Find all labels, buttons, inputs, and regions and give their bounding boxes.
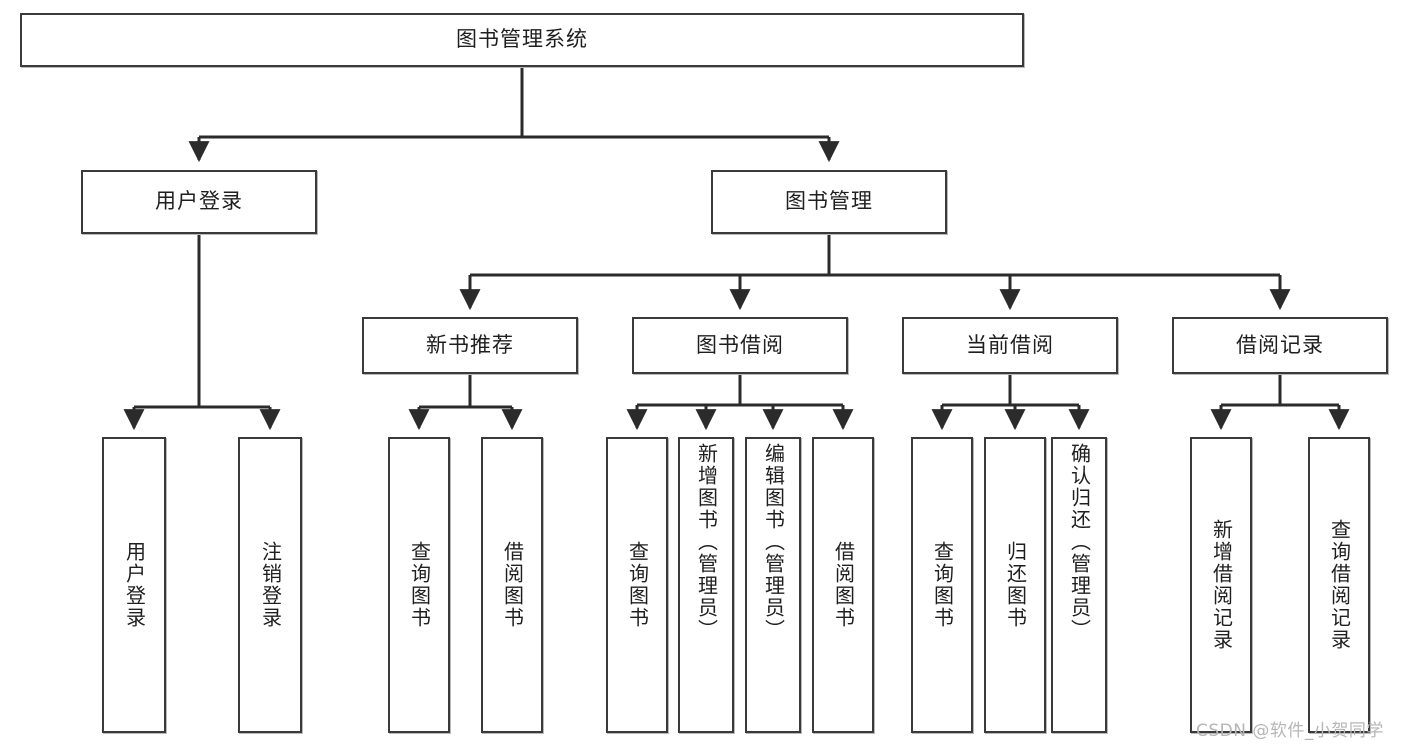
node-leaf-query-record-label: 查询借阅记录	[1327, 519, 1352, 651]
node-leaf-user-login[interactable]: 用户登录	[102, 437, 166, 733]
node-book-manage[interactable]: 图书管理	[711, 170, 947, 234]
node-leaf-query-record[interactable]: 查询借阅记录	[1308, 437, 1370, 733]
node-leaf-edit-book[interactable]: 编辑图书（管理员）	[745, 437, 801, 733]
node-root[interactable]: 图书管理系统	[20, 13, 1024, 67]
node-book-manage-label: 图书管理	[785, 189, 873, 214]
node-book-borrow[interactable]: 图书借阅	[632, 317, 848, 374]
node-leaf-confirm-return[interactable]: 确认归还（管理员）	[1051, 437, 1107, 733]
node-user-login-label: 用户登录	[155, 189, 243, 214]
node-leaf-query-book-1[interactable]: 查询图书	[388, 437, 450, 733]
node-leaf-return-book-label: 归还图书	[1003, 541, 1028, 629]
node-leaf-borrow-book-1-label: 借阅图书	[500, 541, 525, 629]
node-leaf-user-login-label: 用户登录	[122, 541, 147, 629]
node-leaf-confirm-return-label: 确认归还（管理员）	[1067, 443, 1092, 641]
node-leaf-edit-book-label: 编辑图书（管理员）	[761, 443, 786, 641]
node-borrow-record-label: 借阅记录	[1236, 332, 1324, 357]
node-leaf-add-book[interactable]: 新增图书（管理员）	[678, 437, 734, 733]
node-leaf-logout-label: 注销登录	[258, 541, 283, 629]
node-leaf-add-record[interactable]: 新增借阅记录	[1190, 437, 1252, 733]
node-new-book-rec-label: 新书推荐	[426, 332, 514, 357]
node-leaf-query-book-2-label: 查询图书	[625, 541, 650, 629]
node-leaf-return-book[interactable]: 归还图书	[984, 437, 1046, 733]
node-leaf-query-book-3-label: 查询图书	[930, 541, 955, 629]
node-leaf-query-book-2[interactable]: 查询图书	[606, 437, 668, 733]
node-leaf-logout[interactable]: 注销登录	[238, 437, 302, 733]
node-leaf-query-book-1-label: 查询图书	[407, 541, 432, 629]
node-leaf-borrow-book-2-label: 借阅图书	[831, 541, 856, 629]
node-current-borrow[interactable]: 当前借阅	[902, 317, 1118, 374]
node-leaf-add-record-label: 新增借阅记录	[1209, 519, 1234, 651]
node-current-borrow-label: 当前借阅	[966, 332, 1054, 357]
node-new-book-rec[interactable]: 新书推荐	[362, 317, 578, 374]
node-user-login[interactable]: 用户登录	[81, 170, 317, 234]
node-leaf-query-book-3[interactable]: 查询图书	[911, 437, 973, 733]
node-borrow-record[interactable]: 借阅记录	[1172, 317, 1388, 374]
node-root-label: 图书管理系统	[456, 27, 588, 52]
node-leaf-add-book-label: 新增图书（管理员）	[694, 443, 719, 641]
node-leaf-borrow-book-1[interactable]: 借阅图书	[481, 437, 543, 733]
watermark: CSDN @软件_小贺同学	[1196, 721, 1384, 741]
node-leaf-borrow-book-2[interactable]: 借阅图书	[812, 437, 874, 733]
node-book-borrow-label: 图书借阅	[696, 332, 784, 357]
